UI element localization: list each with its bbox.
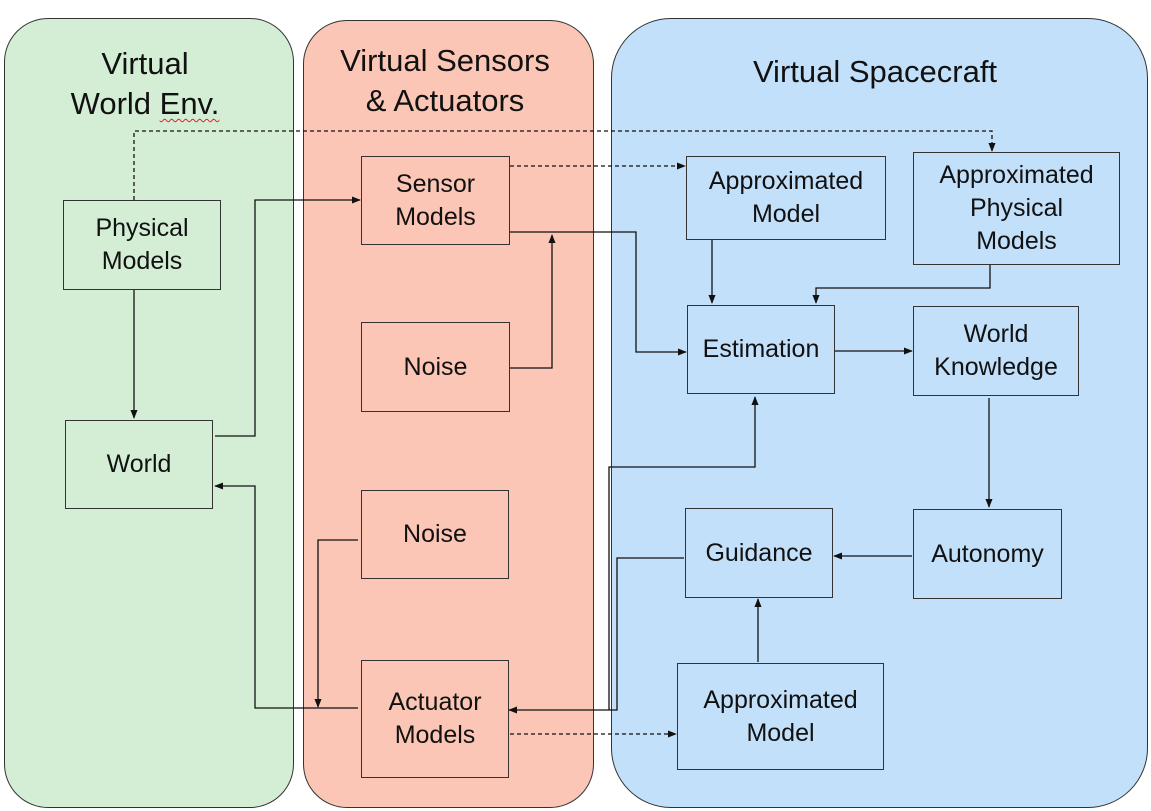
world-env-title-misspelled: Env. [159,86,220,121]
sensors-title-line2: & Actuators [365,83,525,118]
world-env-title: Virtual World Env. [50,44,240,124]
autonomy-box: Autonomy [913,509,1062,599]
sensor-models-box: Sensor Models [361,156,510,245]
actuator-models-to-world-arrow [214,482,358,709]
world-knowledge-box: World Knowledge [913,306,1079,396]
world-env-title-line2: World Env. [50,84,240,124]
virtual-world-env-panel [4,18,294,808]
approximated-physical-models-box: Approximated Physical Models [913,152,1120,265]
guidance-box: Guidance [685,508,833,598]
spacecraft-title: Virtual Spacecraft [752,54,998,89]
approx-physical-to-estimation-arrow [812,265,991,304]
world-box: World [65,420,213,509]
guidance-to-estimation-arrow [608,396,759,710]
world-to-sensor-models-arrow [215,196,361,437]
world-env-title-word: World [70,86,160,121]
noise-actuator-box: Noise [361,490,509,579]
estimation-box: Estimation [687,305,835,394]
physical-models-box: Physical Models [63,200,221,290]
guidance-to-actuator-models-arrow [508,557,684,714]
noise-to-actuator-models-arrow [314,539,358,708]
physical-models-to-approx-physical-arrow [133,130,996,200]
noise-to-sensor-models-arrow [510,234,556,369]
actuator-models-box: Actuator Models [361,660,509,778]
noise-sensor-box: Noise [361,322,510,412]
approximated-model-bottom-box: Approximated Model [677,663,884,770]
sensors-actuators-title: Virtual Sensors & Actuators [318,41,572,121]
sensors-title-line1: Virtual Sensors [340,43,550,78]
approximated-model-top-box: Approximated Model [686,156,886,240]
world-env-title-line1: Virtual [101,46,189,81]
sensor-models-to-estimation-arrow [510,231,687,356]
